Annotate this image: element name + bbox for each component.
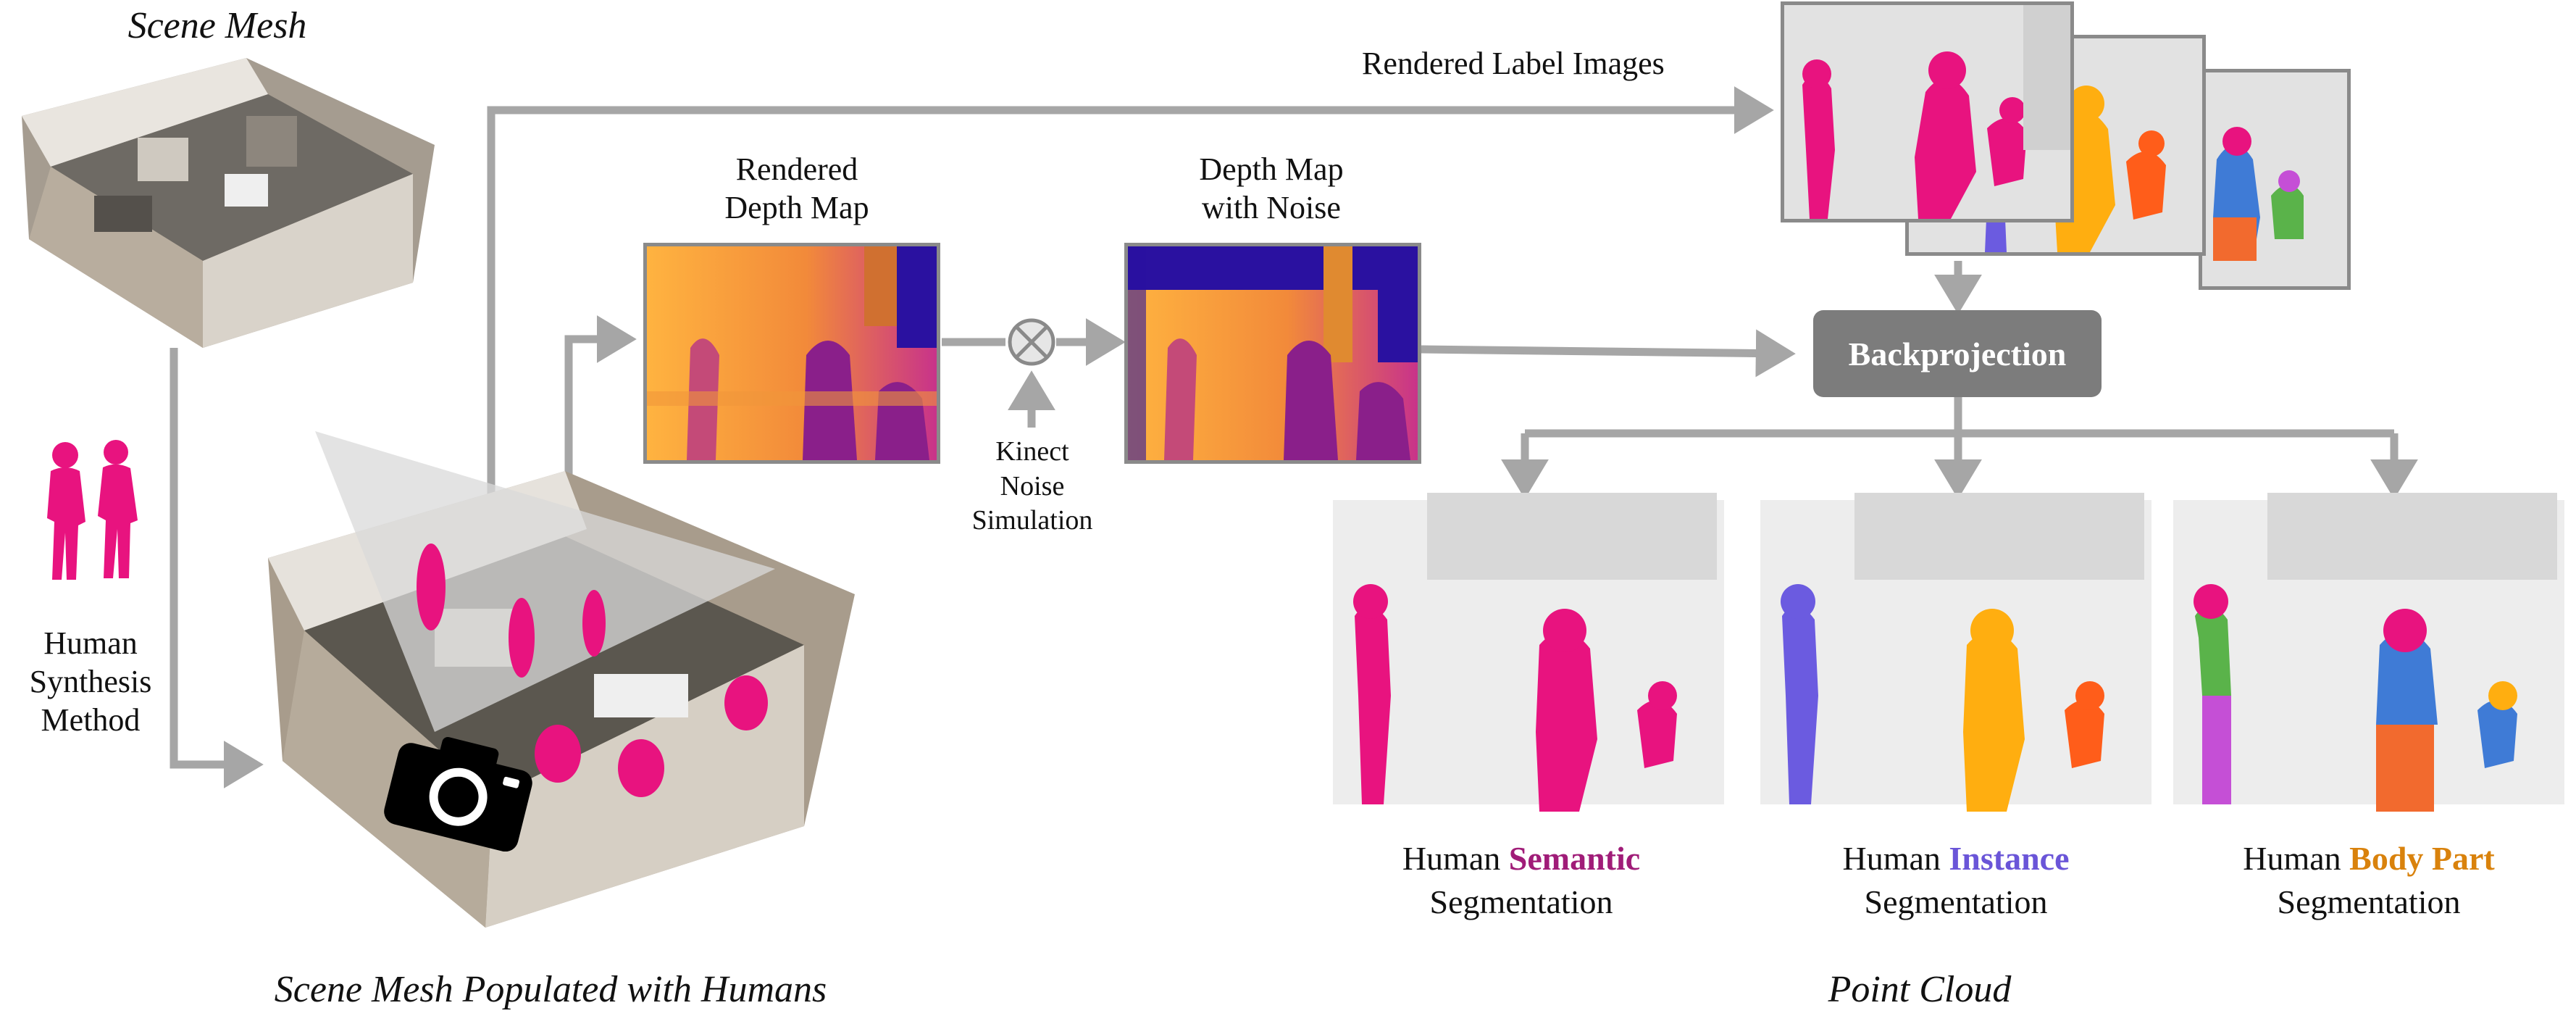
rendered-depth-map xyxy=(643,243,940,464)
human-figures-icon xyxy=(47,440,138,580)
rendered-label-images-label: Rendered Label Images xyxy=(1362,46,1665,81)
camera-icon xyxy=(384,737,532,851)
scene-mesh-label: Scene Mesh xyxy=(127,5,307,46)
human-synthesis-label: Human Synthesis Method xyxy=(29,625,152,738)
depth-noise-label: Depth Map with Noise xyxy=(1199,151,1344,225)
scene-populated-label: Scene Mesh Populated with Humans xyxy=(274,969,827,1010)
arrow-to-label-images xyxy=(487,86,1774,500)
rendered-depth-label: Rendered Depth Map xyxy=(724,151,869,225)
pointcloud-semantic xyxy=(1333,493,1724,812)
bodypart-seg-label: Human Body Part Segmentation xyxy=(2243,840,2495,920)
scene-mesh-image xyxy=(22,58,435,348)
arrow-to-depth xyxy=(564,315,637,500)
noise-sum-icon xyxy=(1008,318,1055,366)
pointcloud-instance xyxy=(1760,493,2151,812)
label-image-semantic xyxy=(1781,1,2074,222)
populated-scene-image xyxy=(268,431,855,928)
pointcloud-bodypart xyxy=(2173,493,2564,812)
arrow-scene-to-populated xyxy=(170,348,264,788)
backprojection-box: Backprojection xyxy=(1813,310,2102,397)
kinect-noise-label: Kinect Noise Simulation xyxy=(971,436,1093,536)
instance-seg-label: Human Instance Segmentation xyxy=(1842,840,2070,920)
semantic-seg-label: Human Semantic Segmentation xyxy=(1402,840,1641,920)
noisy-depth-map xyxy=(1124,243,1421,464)
point-cloud-label: Point Cloud xyxy=(1828,969,2012,1010)
label-image-bodypart xyxy=(2199,69,2351,290)
arrow-noisy-to-backproj xyxy=(1421,329,1796,378)
